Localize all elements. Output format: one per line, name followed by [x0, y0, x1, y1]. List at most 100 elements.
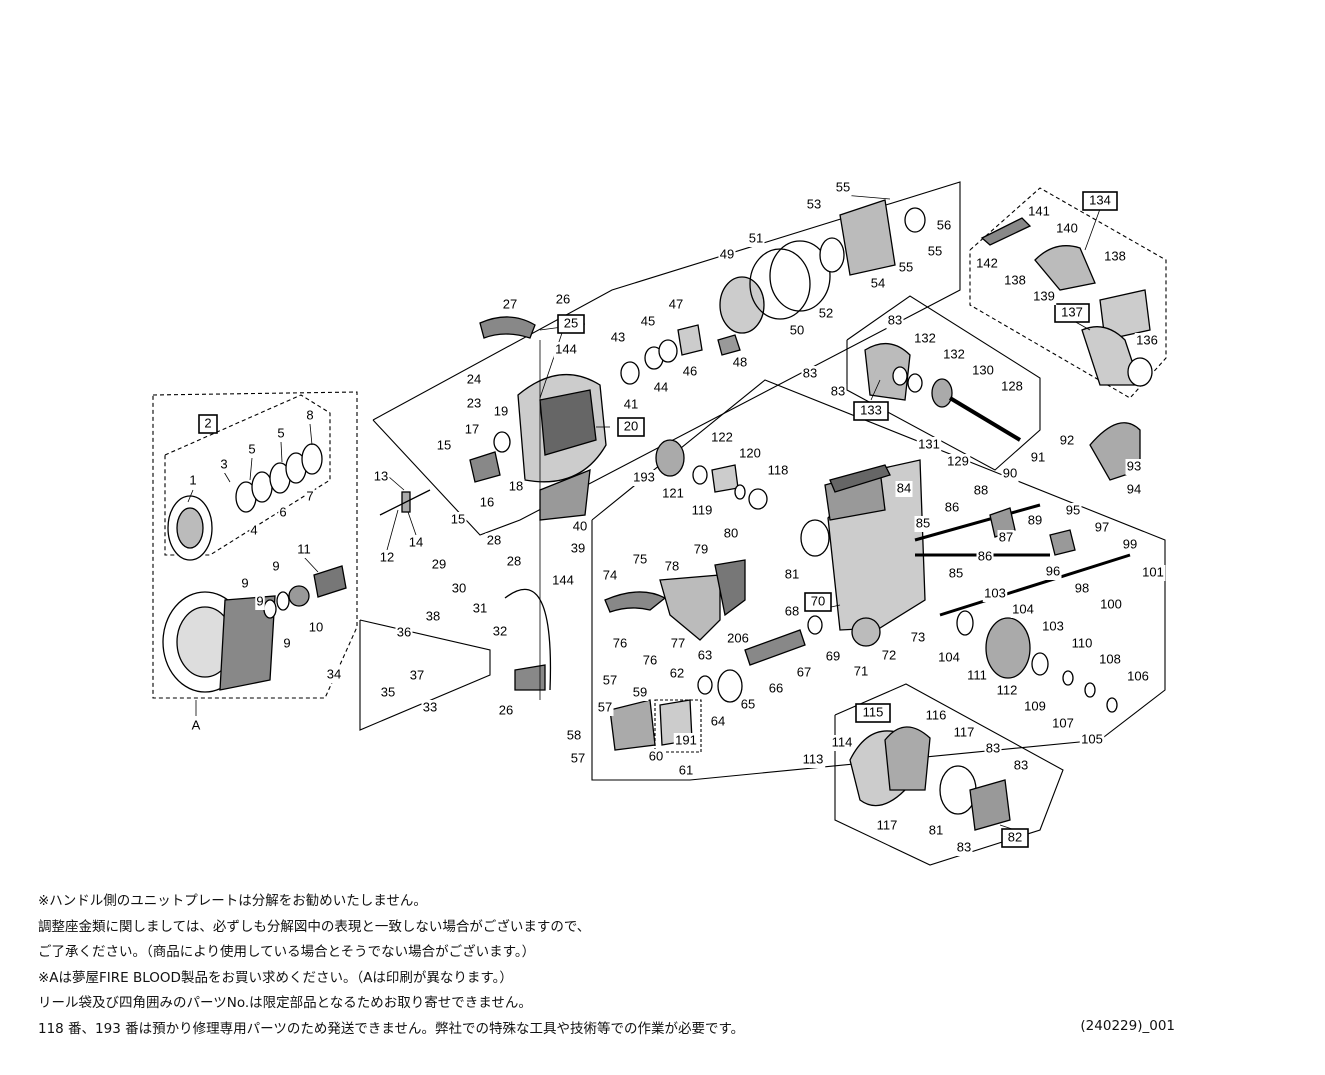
part-label-96: 96 [1044, 563, 1062, 580]
label-background [571, 519, 589, 535]
part-label-text: 26 [556, 291, 570, 306]
part-label-131: 131 [916, 436, 942, 453]
part-label-text: 117 [877, 817, 898, 832]
label-background [829, 384, 847, 400]
part-label-text: 97 [1095, 519, 1109, 534]
label-background [673, 733, 699, 749]
part-label-98: 98 [1073, 580, 1091, 597]
part-label-text: 63 [698, 647, 712, 662]
label-background [395, 625, 413, 641]
note-line: リール袋及び四角囲みのパーツNo.は限定部品となるためお取り寄せできません。 [38, 995, 532, 1012]
part-label-text: 13 [374, 468, 388, 483]
limited-part-box [617, 417, 645, 437]
part-label-text: 83 [803, 365, 817, 380]
frame-group-2 [164, 394, 331, 556]
part-label-9a: 9 [240, 575, 250, 592]
label-background [1134, 333, 1160, 349]
part-label-text: 91 [1031, 449, 1045, 464]
part-label-text: 55 [836, 179, 850, 194]
part-label-text: 32 [493, 623, 507, 638]
part-label-text: 84 [897, 480, 911, 495]
part-label-text: 139 [1033, 288, 1055, 303]
label-background [731, 355, 749, 371]
part-label-text: 103 [984, 585, 1006, 600]
label-background [550, 573, 576, 589]
part-label-89: 89 [1026, 512, 1044, 529]
frame-rotor [372, 181, 961, 536]
part-label-2: 2 [198, 414, 218, 434]
part-label-text: 60 [649, 748, 663, 763]
part-label-text: 74 [603, 567, 617, 582]
part-label-68: 68 [783, 603, 801, 620]
part-label-text: 106 [1127, 668, 1149, 683]
part-label-206: 206 [725, 630, 751, 647]
part-label-79: 79 [692, 541, 710, 558]
label-background [421, 700, 439, 716]
part-label-83b: 83 [801, 365, 819, 382]
part-label-text: 62 [670, 665, 684, 680]
part-label-text: 31 [473, 600, 487, 615]
part-label-text: 20 [624, 418, 638, 433]
part-label-text: 99 [1123, 536, 1137, 551]
label-background [767, 681, 785, 697]
label-background [709, 714, 727, 730]
part-label-text: 122 [711, 429, 733, 444]
part-label-25: 25 [557, 314, 585, 334]
part-label-text: 114 [832, 734, 853, 749]
label-background [923, 708, 949, 724]
part-label-48: 48 [731, 354, 749, 371]
label-background [1026, 513, 1044, 529]
label-background [692, 542, 710, 558]
part-label-text: 89 [1028, 512, 1042, 527]
part-label-text: 26 [499, 702, 513, 717]
part-label-73: 73 [909, 629, 927, 646]
part-label-53: 53 [805, 196, 823, 213]
part-label-text: 4 [250, 522, 257, 537]
label-background [997, 530, 1015, 546]
part-label-text: 54 [871, 275, 885, 290]
label-background [869, 276, 887, 292]
part-label-84: 84 [895, 480, 913, 497]
part-label-37: 37 [408, 667, 426, 684]
part-label-text: 40 [573, 518, 587, 533]
part-label-23: 23 [465, 395, 483, 412]
part-label-83e: 83 [1012, 757, 1030, 774]
part-label-text: 52 [819, 305, 833, 320]
label-background [829, 735, 855, 751]
label-background [505, 554, 523, 570]
part-label-83d: 83 [984, 740, 1002, 757]
part-label-text: 29 [432, 556, 446, 571]
part-label-38: 38 [424, 608, 442, 625]
label-background [947, 566, 965, 582]
part-label-50: 50 [788, 322, 806, 339]
part-label-text: 83 [957, 839, 971, 854]
part-label-text: 141 [1028, 203, 1050, 218]
part-label-text: 70 [811, 593, 825, 608]
part-label-132a: 132 [912, 330, 938, 347]
part-label-text: 37 [410, 667, 424, 682]
part-label-text: A [192, 717, 201, 732]
part-label-103a: 103 [982, 585, 1008, 602]
part-label-88: 88 [972, 482, 990, 499]
part-label-text: 6 [279, 504, 286, 519]
label-background [631, 470, 657, 486]
part-label-41: 41 [622, 396, 640, 413]
part-label-144b: 144 [550, 572, 576, 589]
label-background [909, 630, 927, 646]
label-background [886, 313, 904, 329]
part-label-51: 51 [747, 230, 765, 247]
part-label-text: 45 [641, 313, 655, 328]
label-background [1064, 503, 1082, 519]
label-background [1022, 699, 1048, 715]
label-background [824, 649, 842, 665]
part-label-132b: 132 [941, 346, 967, 363]
label-background [652, 380, 670, 396]
part-label-86a: 86 [943, 499, 961, 516]
label-background [788, 323, 806, 339]
label-background [834, 180, 852, 196]
part-label-text: 79 [694, 541, 708, 556]
label-background [305, 408, 315, 424]
label-background [817, 306, 835, 322]
label-background [1002, 273, 1028, 289]
part-label-text: 2 [204, 415, 211, 430]
